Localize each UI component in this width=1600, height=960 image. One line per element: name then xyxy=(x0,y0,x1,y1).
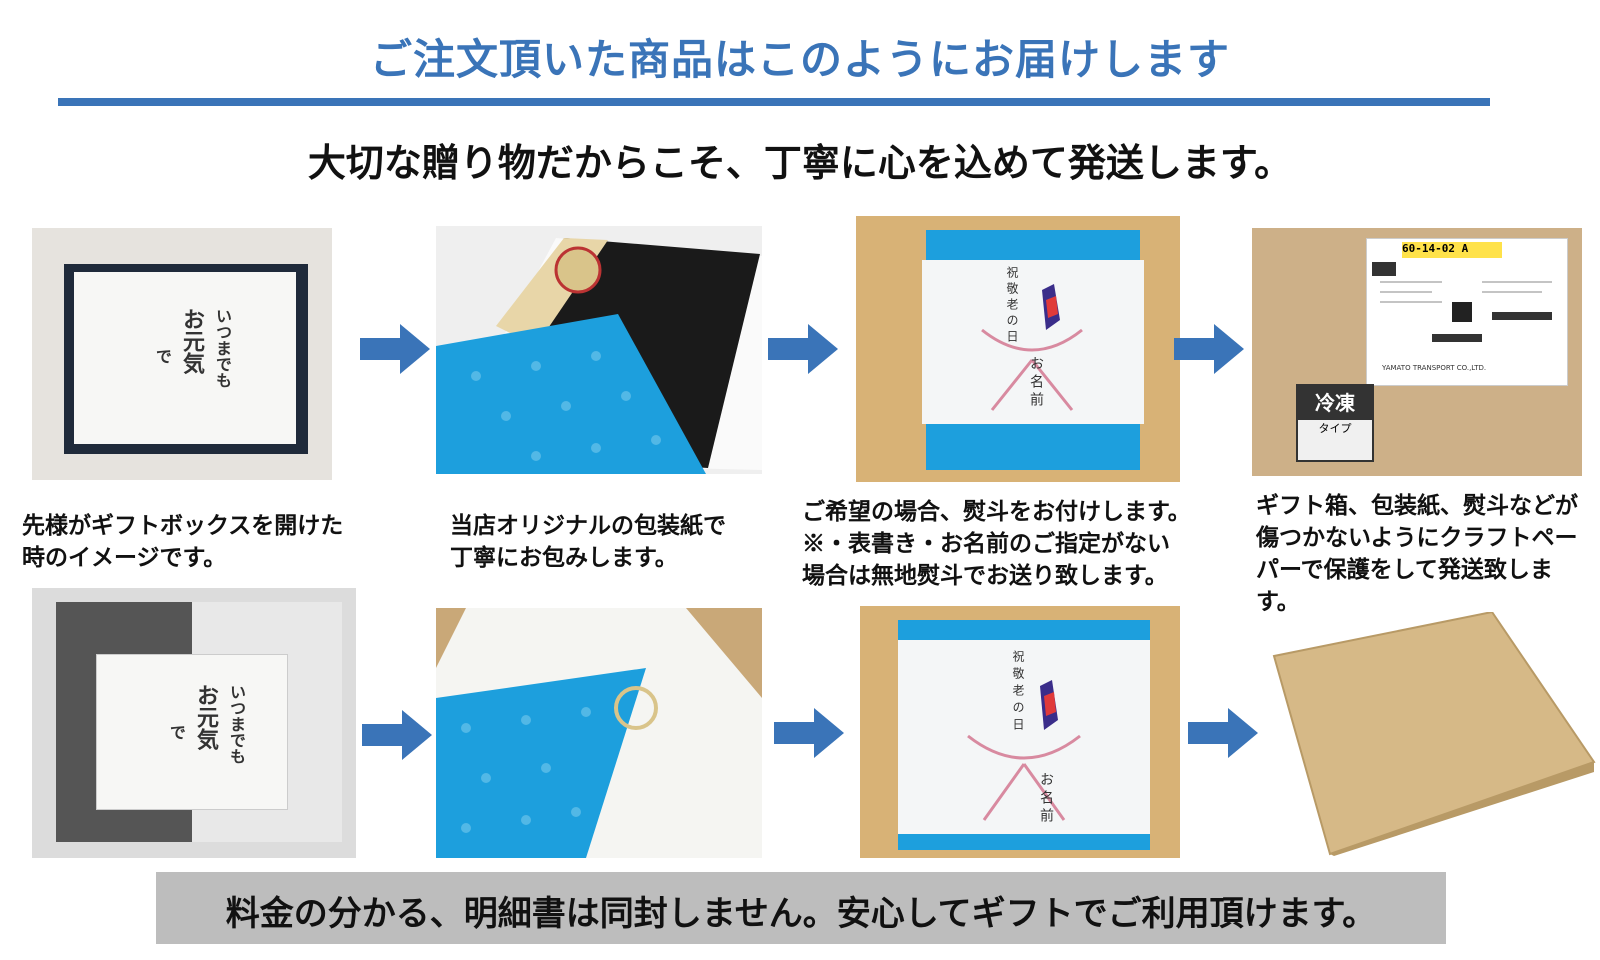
label-carrier: YAMATO TRANSPORT CO.,LTD. xyxy=(1382,364,1487,372)
noshi-name-text: お名前 xyxy=(1028,356,1044,410)
label-code: 60-14-02 A xyxy=(1402,242,1502,258)
noshi-name-text: お名前 xyxy=(1038,772,1054,826)
caption-step-3: ご希望の場合、熨斗をお付けします。 ※・表書き・お名前のご指定がない 場合は無地… xyxy=(802,498,1191,589)
photo-gift-box-open: いつまでも お元気 で xyxy=(32,228,332,480)
noshi-top-text: 祝敬老の日 xyxy=(1005,266,1019,346)
arrow-right-icon xyxy=(362,710,432,760)
caption-step-2: 当店オリジナルの包装紙で 丁寧にお包みします。 xyxy=(450,512,726,571)
arrow-right-icon xyxy=(360,324,430,374)
photo-wrapping-white-box xyxy=(436,608,762,858)
page-title: ご注文頂いた商品はこのようにお届けします xyxy=(369,35,1230,84)
freezer-sticker: 冷凍 タイプ xyxy=(1296,384,1374,462)
photo-wrapping-box xyxy=(436,226,762,474)
page-subtitle: 大切な贈り物だからこそ、丁寧に心を込めて発送します。 xyxy=(307,140,1293,185)
freezer-sticker-main: 冷凍 xyxy=(1298,386,1372,420)
footer-text: 料金の分かる、明細書は同封しません。安心してギフトでご利用頂けます。 xyxy=(225,894,1377,934)
caption-step-4: ギフト箱、包装紙、熨斗などが 傷つかないようにクラフトペー パーで保護をして発送… xyxy=(1256,492,1578,615)
footer-banner xyxy=(156,872,1446,944)
title-underline xyxy=(58,98,1490,106)
noshi-top-text: 祝敬老の日 xyxy=(1011,650,1025,735)
caption-step-1: 先様がギフトボックスを開けた 時のイメージです。 xyxy=(22,512,344,571)
box-calligraphy: いつまでも お元気 で xyxy=(167,684,246,764)
arrow-right-icon xyxy=(768,324,838,374)
photo-box-in-packing: いつまでも お元気 で xyxy=(32,588,356,858)
arrow-right-icon xyxy=(1174,324,1244,374)
photo-noshi-wrapped: 祝敬老の日 お名前 xyxy=(856,216,1180,482)
box-calligraphy: いつまでも お元気 で xyxy=(153,308,232,388)
freezer-sticker-sub: タイプ xyxy=(1318,422,1352,435)
photo-kraft-box xyxy=(1264,612,1598,856)
arrow-right-icon xyxy=(1188,708,1258,758)
photo-noshi-closeup: 祝敬老の日 お名前 xyxy=(860,606,1180,858)
photo-kraft-shipping: 60-14-02 A YAMATO TRANSPORT CO.,LTD. 冷凍 … xyxy=(1252,228,1582,476)
arrow-right-icon xyxy=(774,708,844,758)
